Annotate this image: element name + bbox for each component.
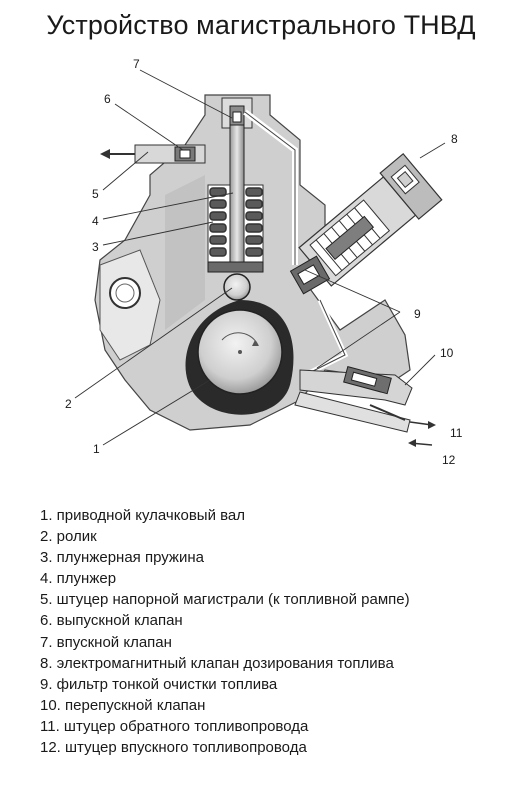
callout-12: 12 [442,453,456,467]
metering-solenoid [298,152,443,287]
legend-item: 12. штуцер впускного топливопровода [40,739,307,757]
legend-item: 4. плунжер [40,570,117,588]
outlet-valve-fitting [100,144,206,164]
callout-9: 9 [414,307,421,321]
legend-item: 1. приводной кулачковый вал [40,507,246,524]
legend-item: 10. перепускной клапан [40,696,206,714]
callout-10: 10 [440,346,454,360]
callout-3: 3 [92,240,99,254]
callout-5: 5 [92,187,99,201]
page-title: Устройство магистрального ТНВД [46,10,476,40]
legend-item: 9. фильтр тонкой очистки топлива [40,675,278,693]
callout-7: 7 [133,57,140,71]
callout-8: 8 [451,132,458,146]
legend-item: 5. штуцер напорной магистрали (к топливн… [40,591,410,609]
callout-2: 2 [65,397,72,411]
roller [223,273,251,301]
callout-1: 1 [93,442,100,456]
callout-11: 11 [450,426,463,440]
legend-item: 7. впускной клапан [40,633,172,651]
legend-item: 11. штуцер обратного топливопровода [40,717,309,735]
mounting-hole [109,277,141,309]
pump-diagram: 7 6 8 5 4 3 9 10 2 1 11 12 [65,57,463,467]
inlet-valve [221,97,253,129]
fine-filter [289,255,349,378]
leader-lines [74,69,446,446]
legend-item: 8. электромагнитный клапан дозирования т… [40,654,394,672]
overflow-valve [294,365,436,447]
legend-item: 2. ролик [40,528,97,546]
callout-6: 6 [104,92,111,106]
legend-item: 3. плунжерная пружина [40,549,204,567]
callout-4: 4 [92,214,99,228]
legend-item: 6. выпускной клапан [40,612,183,630]
cam-shaft [185,300,294,415]
component-legend: 1. приводной кулачковый вал 2. ролик 3. … [40,505,410,758]
fuel-channel [243,109,298,265]
